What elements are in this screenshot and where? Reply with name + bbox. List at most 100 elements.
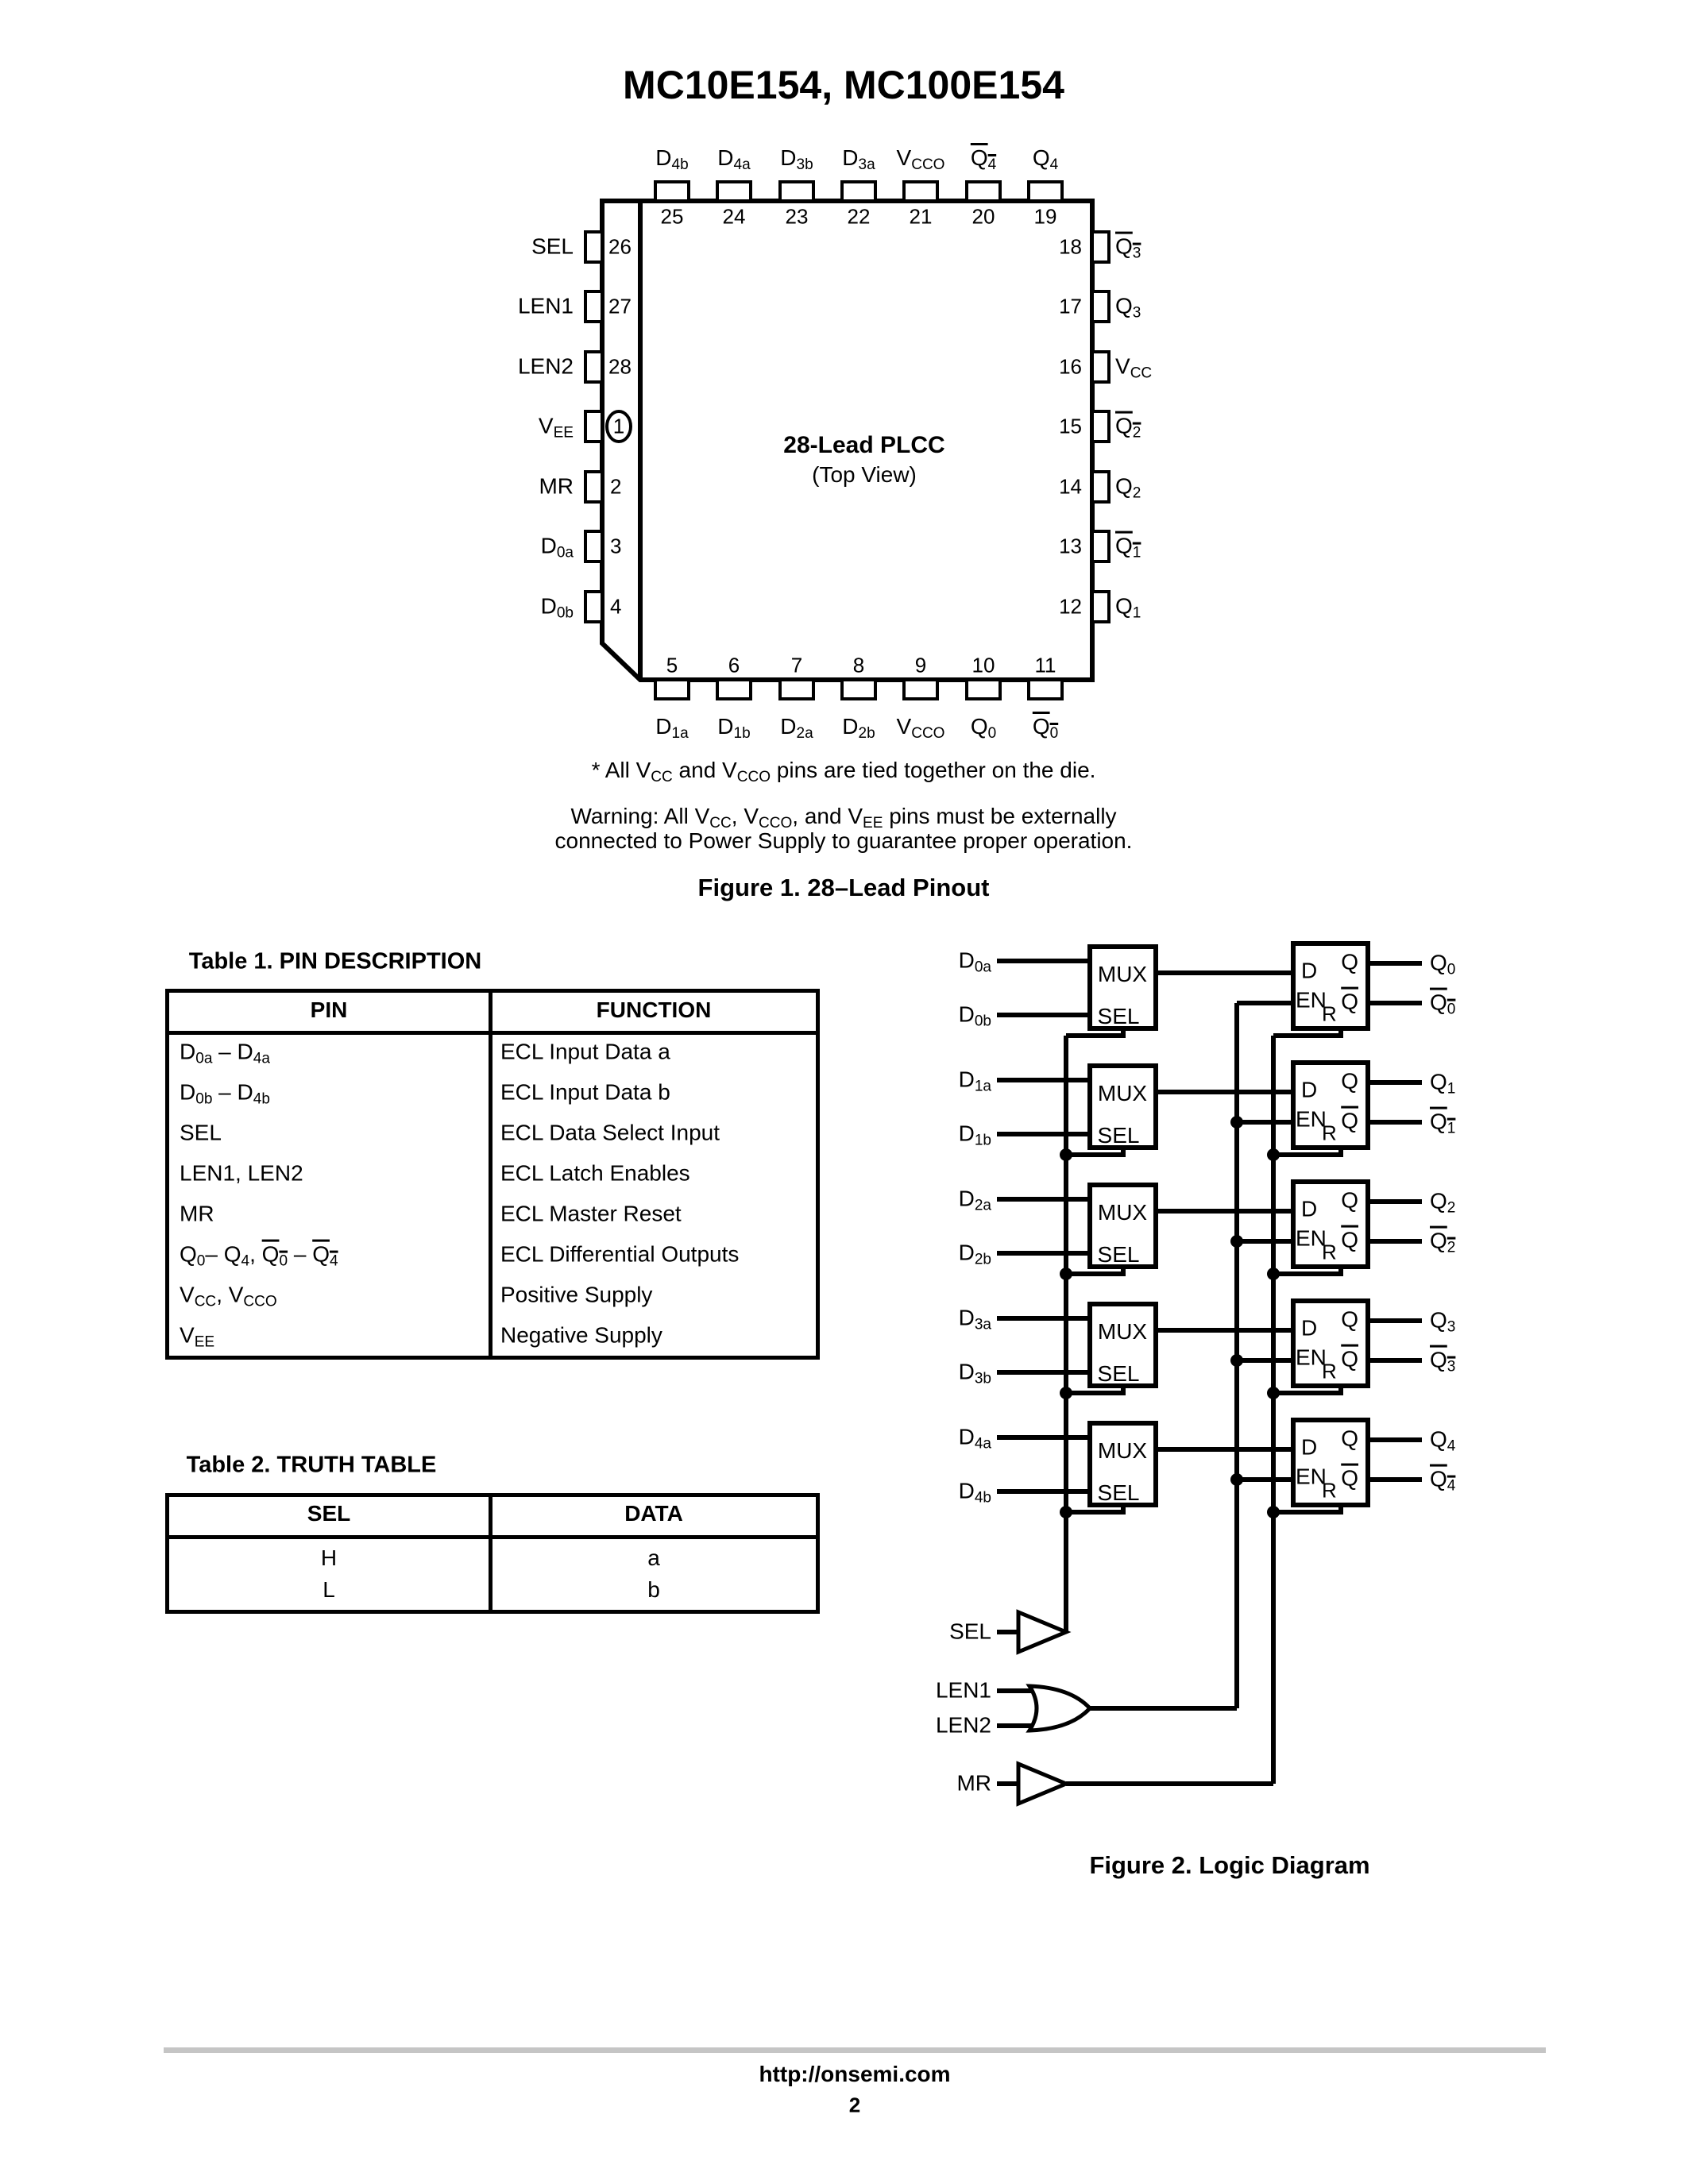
logic-output-label: Q0: [1430, 950, 1456, 978]
latch-box: [1291, 1298, 1370, 1388]
pin-square: [584, 350, 604, 384]
wire: [1066, 1505, 1343, 1515]
table2-title: Table 2. TRUTH TABLE: [186, 1452, 437, 1478]
pin-label: Q1: [1115, 533, 1141, 561]
pin-label: D3b: [780, 145, 813, 173]
pin-label: D1a: [655, 714, 689, 742]
pin-square: [778, 678, 815, 700]
package-subtitle: (Top View): [812, 462, 917, 487]
pin-label: Q0: [970, 714, 997, 742]
pin-square: [584, 410, 604, 443]
wire: [1066, 1028, 1343, 1038]
pin-number: 9: [914, 653, 927, 677]
table1-cell: Q0– Q4, Q0 – Q4: [180, 1241, 338, 1270]
pin-number: 21: [909, 204, 933, 229]
pin-square: [840, 678, 877, 700]
pin-label: Q3: [1115, 293, 1141, 322]
pin-number-1: 1: [612, 414, 625, 438]
logic-output-label: Q1: [1430, 1109, 1456, 1137]
figure2-caption: Figure 2. Logic Diagram: [1089, 1851, 1370, 1879]
pin-square: [1091, 350, 1111, 384]
pin-number: 8: [852, 653, 865, 677]
latch-box: [1291, 1179, 1370, 1269]
pin-number: 22: [847, 204, 871, 229]
pin-label: Q1: [1115, 593, 1141, 622]
table1-cell: ECL Differential Outputs: [500, 1241, 740, 1267]
pin-square: [1091, 290, 1111, 323]
logic-output-label: Q4: [1430, 1466, 1456, 1495]
pin-label: VCCO: [896, 145, 945, 173]
pin-label: SEL: [531, 233, 574, 259]
table2: [165, 1493, 820, 1614]
table1-cell: D0a – D4a: [180, 1039, 270, 1067]
pin-number: 19: [1033, 204, 1057, 229]
wire: [997, 1435, 1422, 1494]
table1-cell: ECL Data Select Input: [500, 1120, 720, 1145]
figure1-caption: Figure 1. 28–Lead Pinout: [697, 874, 990, 901]
pin-label: Q4: [970, 145, 997, 173]
latch-qbar-label: Q: [1341, 1346, 1358, 1372]
table1-cell: ECL Master Reset: [500, 1201, 682, 1226]
table1-cell: ECL Input Data a: [500, 1039, 670, 1064]
pin-square: [716, 180, 752, 203]
logic-output-label: Q2: [1430, 1188, 1456, 1217]
latch-q-label: Q: [1341, 1426, 1358, 1451]
wire: [997, 1688, 1035, 1728]
pin-number: 13: [1059, 534, 1082, 558]
pin-number: 20: [971, 204, 995, 229]
pin-square: [716, 678, 752, 700]
mux-box: [1087, 1302, 1158, 1388]
junction-dots: [1060, 1116, 1280, 1518]
table1-cell: MR: [180, 1201, 214, 1226]
pin-label: VCC: [1115, 353, 1153, 382]
or-gate-icon: [1026, 1684, 1093, 1733]
table2-header-data: DATA: [624, 1501, 683, 1526]
table1-cell: ECL Latch Enables: [500, 1160, 690, 1186]
table2-header-sel: SEL: [307, 1501, 351, 1526]
pin-label: Q4: [1032, 145, 1059, 173]
latch-en-label: EN: [1296, 1464, 1327, 1489]
pin-number: 6: [728, 653, 740, 677]
mux-sel-label: SEL: [1097, 1123, 1140, 1148]
pin-square: [1091, 530, 1111, 563]
pin-square: [584, 470, 604, 504]
logic-output-label: Q2: [1430, 1228, 1456, 1256]
mux-label: MUX: [1097, 1081, 1148, 1106]
table2-cell: a: [647, 1545, 660, 1570]
footer-url-link[interactable]: http://onsemi.com: [759, 2062, 951, 2086]
logic-input-label: D2a: [958, 1186, 991, 1214]
table1-cell: VCC, VCCO: [180, 1282, 277, 1310]
pin-number: 3: [610, 534, 622, 558]
sel-buffer-icon: [1016, 1609, 1072, 1655]
logic-input-label: D3a: [958, 1305, 991, 1333]
pin-number: 15: [1059, 414, 1082, 438]
table1-header-function: FUNCTION: [596, 997, 712, 1022]
latch-d-label: D: [1301, 1077, 1318, 1102]
pin-label: D3a: [842, 145, 875, 173]
pin-label: LEN1: [517, 293, 574, 318]
logic-input-label: D1b: [958, 1121, 991, 1149]
table2-column-divider: [489, 1497, 492, 1610]
pin-label: Q2: [1115, 473, 1141, 502]
logic-output-label: Q4: [1430, 1426, 1456, 1455]
table1-cell: Positive Supply: [500, 1282, 653, 1307]
latch-q-label: Q: [1341, 1068, 1358, 1094]
pin-label: D4b: [655, 145, 689, 173]
footer-divider-bar: [164, 2047, 1546, 2053]
logic-output-label: Q3: [1430, 1347, 1456, 1376]
pin-number: 17: [1059, 294, 1082, 318]
logic-input-label: D0b: [958, 1001, 991, 1030]
table1-cell: ECL Input Data b: [500, 1079, 670, 1105]
latch-q-label: Q: [1341, 1306, 1358, 1332]
logic-diagram-graphics: [997, 941, 1422, 1807]
pin-square: [902, 180, 939, 203]
table2-header-divider: [169, 1535, 816, 1539]
pin1-circle: [605, 410, 632, 443]
table2-cell: H: [320, 1545, 338, 1570]
pin-square: [654, 678, 690, 700]
pin-square: [778, 180, 815, 203]
wire: [1066, 1386, 1343, 1395]
mux-sel-label: SEL: [1097, 1480, 1140, 1505]
pin-label: VCCO: [896, 714, 945, 742]
